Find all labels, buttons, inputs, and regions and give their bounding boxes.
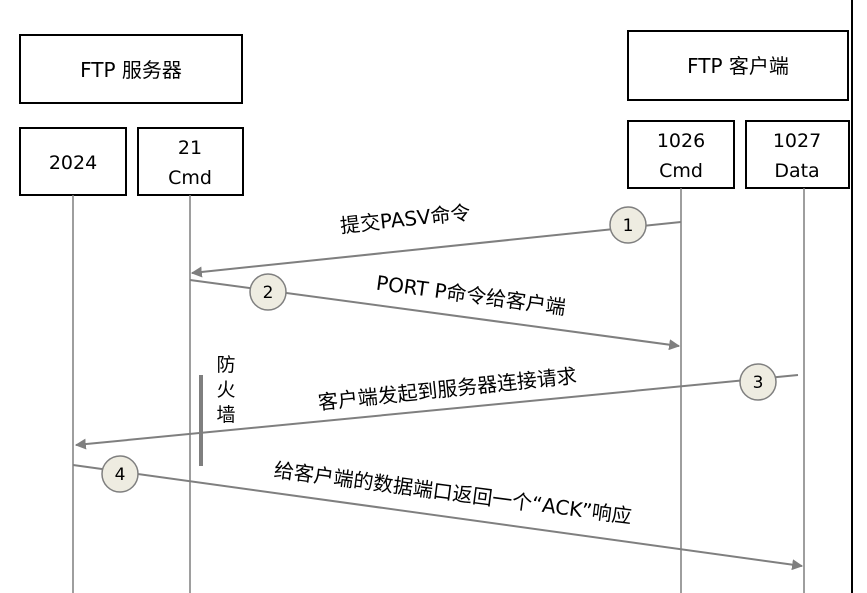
port-2024-box: 2024 bbox=[19, 127, 127, 196]
server-title-box: FTP 服务器 bbox=[19, 34, 243, 104]
step-2-label: PORT P命令给客户端 bbox=[375, 271, 567, 320]
server-title: FTP 服务器 bbox=[80, 58, 182, 82]
client-title-box: FTP 客户端 bbox=[627, 30, 849, 101]
port-21-box: 21 Cmd bbox=[137, 127, 244, 196]
port-1026-number: 1026 bbox=[657, 130, 705, 152]
arrow-step-1 bbox=[190, 221, 682, 278]
firewall-char-1: 防 bbox=[216, 354, 235, 376]
firewall-label: 防 火 墙 bbox=[216, 354, 235, 426]
step-2-marker: 2 bbox=[249, 273, 287, 311]
port-1027-number: 1027 bbox=[773, 130, 821, 152]
port-21-type: Cmd bbox=[168, 167, 212, 189]
port-2024-label: 2024 bbox=[49, 152, 97, 174]
port-21-number: 21 bbox=[178, 137, 202, 159]
firewall-char-2: 火 bbox=[216, 379, 235, 401]
step-3-marker: 3 bbox=[739, 363, 777, 401]
client-title: FTP 客户端 bbox=[687, 54, 789, 78]
step-1-marker: 1 bbox=[609, 206, 647, 244]
port-1027-type: Data bbox=[774, 160, 819, 182]
step-3-label: 客户端发起到服务器连接请求 bbox=[317, 364, 578, 415]
step-1-number: 1 bbox=[623, 216, 634, 236]
port-1026-type: Cmd bbox=[659, 160, 703, 182]
step-3-number: 3 bbox=[753, 373, 764, 393]
port-1027-box: 1027 Data bbox=[745, 120, 850, 189]
step-1-label: 提交PASV命令 bbox=[339, 200, 472, 238]
step-4-number: 4 bbox=[115, 465, 126, 485]
arrow-step-4 bbox=[72, 464, 804, 571]
step-2-number: 2 bbox=[263, 283, 274, 303]
step-4-marker: 4 bbox=[101, 455, 139, 493]
arrow-step-3 bbox=[74, 374, 799, 450]
port-1026-box: 1026 Cmd bbox=[627, 120, 735, 189]
firewall-char-3: 墙 bbox=[216, 404, 235, 426]
